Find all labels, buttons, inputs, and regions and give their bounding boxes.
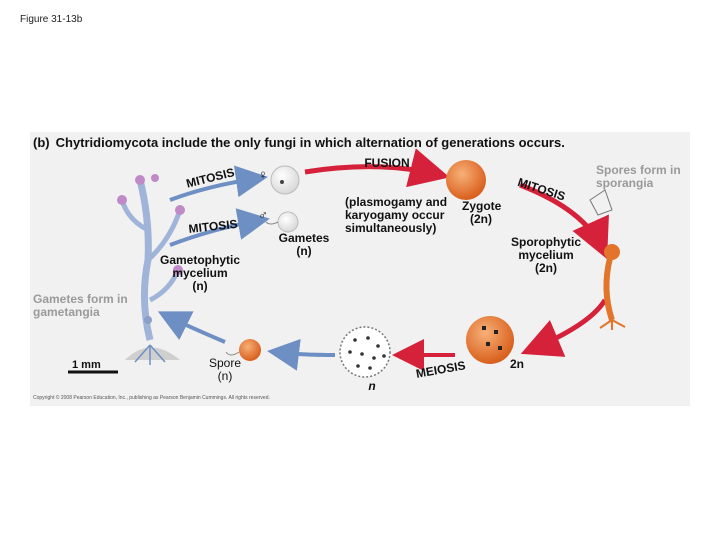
gametophytic-mycelium-illustration bbox=[117, 174, 185, 365]
spore-ploidy: (n) bbox=[217, 369, 233, 383]
panel-title: (b) Chytridiomycota include the only fung… bbox=[33, 135, 565, 150]
panel-letter: (b) bbox=[33, 135, 50, 150]
spore-label: Spore (n) bbox=[200, 357, 250, 383]
gametophyte-to-female-arrow bbox=[169, 165, 268, 202]
gametes-line: Gametes bbox=[278, 231, 330, 245]
figure-label: Figure 31-13b bbox=[20, 14, 83, 25]
n-label: n bbox=[368, 379, 376, 393]
female-symbol: ♀ bbox=[258, 167, 268, 182]
plasmogamy-line-2: karyogamy occur bbox=[345, 208, 445, 222]
spore-cell bbox=[239, 339, 261, 361]
sporophytic-ploidy: (2n) bbox=[535, 261, 557, 275]
sporangium-n bbox=[339, 326, 391, 378]
gametophyte-to-male-arrow bbox=[169, 208, 270, 247]
gametes-form-line-2: gametangia bbox=[33, 305, 100, 319]
gametophytic-line-2: mycelium bbox=[172, 266, 228, 280]
zygote-to-sporophyte-arrow bbox=[519, 182, 609, 260]
gametophytic-mycelium-label: Gametophytic mycelium (n) bbox=[150, 254, 250, 293]
spore-line: Spore bbox=[208, 356, 242, 370]
zygote-label: Zygote bbox=[462, 199, 502, 213]
plasmogamy-line-3: simultaneously) bbox=[345, 221, 437, 235]
zygote-cell bbox=[446, 160, 486, 200]
scale-bar-label: 1 mm bbox=[72, 359, 101, 371]
spores-form-label: Spores form in sporangia bbox=[596, 163, 681, 190]
sporophytic-line-2: mycelium bbox=[518, 248, 574, 262]
plasmogamy-line-1: (plasmogamy and bbox=[345, 195, 448, 209]
female-gamete-cell bbox=[270, 165, 300, 195]
sporophytic-line-1: Sporophytic bbox=[510, 235, 581, 249]
haploid-to-spore-arrow bbox=[267, 338, 336, 371]
male-gamete-cell bbox=[277, 211, 299, 233]
gametes-form-line-1: Gametes form in bbox=[33, 292, 128, 306]
gametophytic-line-1: Gametophytic bbox=[159, 253, 240, 267]
two-n-label: 2n bbox=[510, 357, 525, 371]
zygote-ploidy: (2n) bbox=[470, 212, 492, 226]
plasmogamy-label: (plasmogamy and karyogamy occur simultan… bbox=[345, 196, 447, 235]
title-text: Chytridiomycota include the only fungi i… bbox=[55, 135, 565, 150]
fusion-arrow-red bbox=[304, 148, 450, 188]
sporophytic-mycelium-illustration bbox=[589, 189, 626, 330]
gametophytic-ploidy: (n) bbox=[192, 279, 208, 293]
gametes-label: Gametes (n) bbox=[272, 232, 336, 258]
fusion-label: FUSION bbox=[364, 156, 410, 170]
gametes-ploidy: (n) bbox=[296, 244, 312, 258]
sporangium-2n bbox=[466, 316, 514, 364]
sporophytic-mycelium-label: Sporophytic mycelium (2n) bbox=[500, 236, 592, 275]
sporophyte-to-meiosis-arrow bbox=[520, 298, 608, 357]
copyright-text: Copyright © 2008 Pearson Education, Inc.… bbox=[33, 395, 270, 401]
spore-to-gametophyte-arrow bbox=[157, 311, 226, 344]
gametes-form-label: Gametes form in gametangia bbox=[33, 293, 153, 319]
male-symbol: ♂ bbox=[258, 207, 268, 222]
